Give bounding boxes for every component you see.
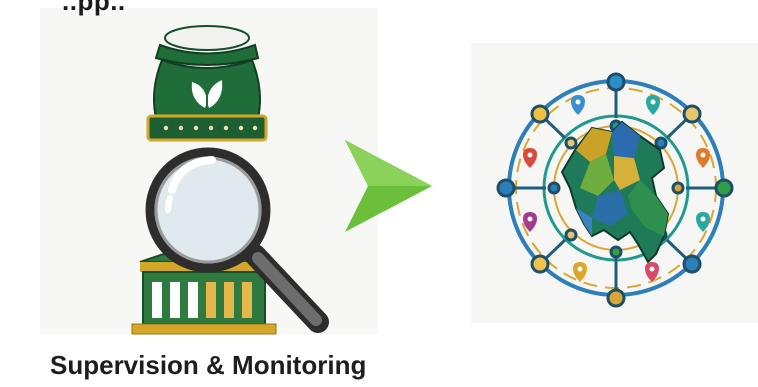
caption-supervision-monitoring: Supervision & Monitoring xyxy=(50,350,367,380)
header-fragment-text: ..pp.. xyxy=(62,0,126,16)
